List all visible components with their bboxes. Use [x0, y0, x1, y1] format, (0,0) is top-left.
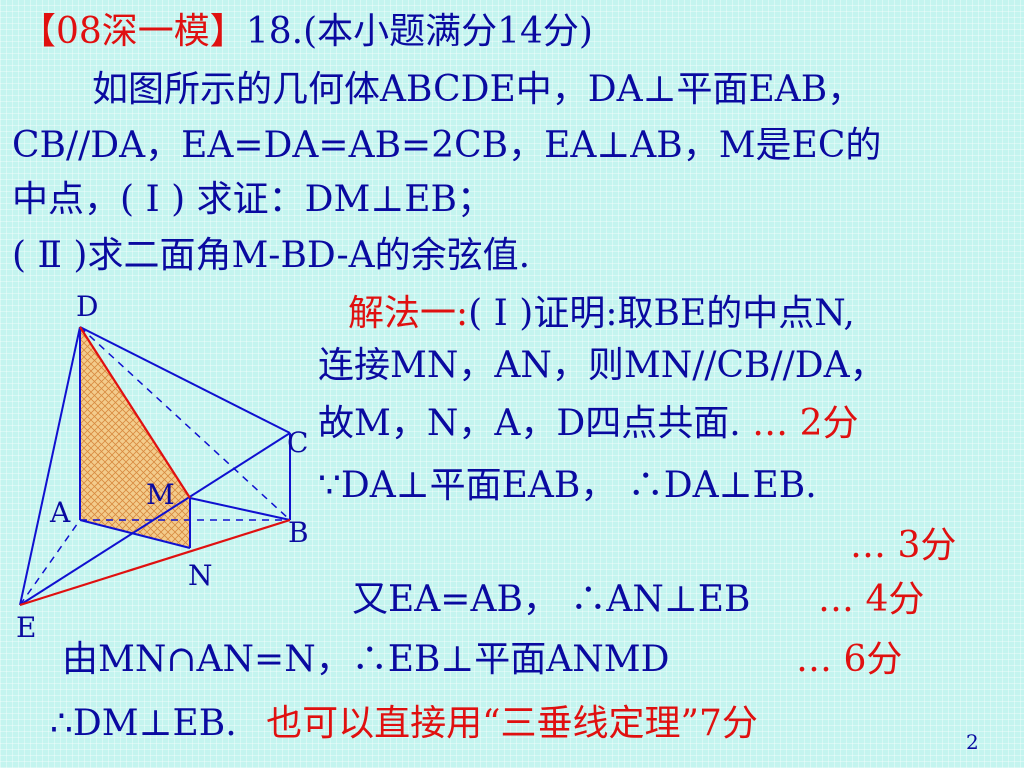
- edge-EC: [19, 432, 291, 606]
- solution-method-colon: :: [456, 293, 469, 334]
- score-7: 7分: [698, 703, 758, 744]
- solution-method-label: 解法一: [348, 293, 457, 334]
- problem-header: 【08深一模】18.(本小题满分14分): [20, 12, 593, 52]
- solution-coplanar-statement: 故M，N，A，D四点共面.: [318, 403, 741, 444]
- label-C: C: [287, 426, 308, 459]
- solution-line-1: 解法一:( Ⅰ )证明:取BE的中点N,: [348, 294, 855, 334]
- label-N: N: [188, 559, 213, 592]
- edge-MB: [189, 497, 291, 521]
- edge-AN: [79, 519, 191, 549]
- edge-DB: [79, 326, 291, 521]
- solution-line-6: 又EA=AB， ∴AN⊥EB: [352, 580, 750, 620]
- score-6: … 6分: [796, 639, 903, 680]
- score-3: … 3分: [850, 525, 957, 566]
- problem-number: 18.(本小题满分14分): [245, 11, 593, 52]
- problem-line-1: 如图所示的几何体ABCDE中，DA⊥平面EAB，: [92, 69, 864, 110]
- solution-conclusion: ∴DM⊥EB.: [50, 703, 237, 744]
- label-E: E: [16, 611, 36, 644]
- solution-line-7: 由MN∩AN=N，∴EB⊥平面ANMD: [62, 639, 670, 680]
- solution-an-perp-eb: 又EA=AB， ∴AN⊥EB: [352, 579, 751, 620]
- edge-EA: [19, 519, 81, 606]
- problem-line-3: 中点，( Ⅰ ) 求证：DM⊥EB；: [12, 179, 493, 220]
- solution-part-1-intro: ( Ⅰ )证明:取BE的中点N,: [468, 293, 855, 334]
- page-number: 2: [966, 730, 979, 754]
- solution-line-8: ∴DM⊥EB. 也可以直接用“三垂线定理”7分: [50, 704, 758, 744]
- problem-line-4: ( Ⅱ )求二面角M-BD-A的余弦值.: [12, 235, 531, 276]
- label-M: M: [146, 478, 175, 511]
- problem-source-tag: 【08深一模】: [20, 11, 246, 52]
- label-B: B: [288, 516, 309, 549]
- edge-DC: [79, 326, 291, 434]
- edge-EB: [19, 518, 291, 607]
- edge-DE: [19, 326, 81, 606]
- label-A: A: [49, 496, 71, 529]
- score-4: … 4分: [818, 579, 925, 620]
- solution-line-2: 连接MN，AN，则MN//CB//DA，: [318, 345, 886, 386]
- edge-DM: [79, 326, 191, 499]
- solution-theorem-note: 也可以直接用“三垂线定理”: [266, 703, 699, 744]
- score-2: … 2分: [752, 403, 859, 444]
- solution-line-4: ∵DA⊥平面EAB， ∴DA⊥EB.: [318, 465, 817, 506]
- problem-line-2: CB//DA，EA=DA=AB=2CB，EA⊥AB，M是EC的: [12, 125, 882, 166]
- shaded-plane-ANMD: [80, 327, 190, 548]
- solution-line-3: 故M，N，A，D四点共面. … 2分: [318, 404, 858, 444]
- label-D: D: [76, 290, 98, 323]
